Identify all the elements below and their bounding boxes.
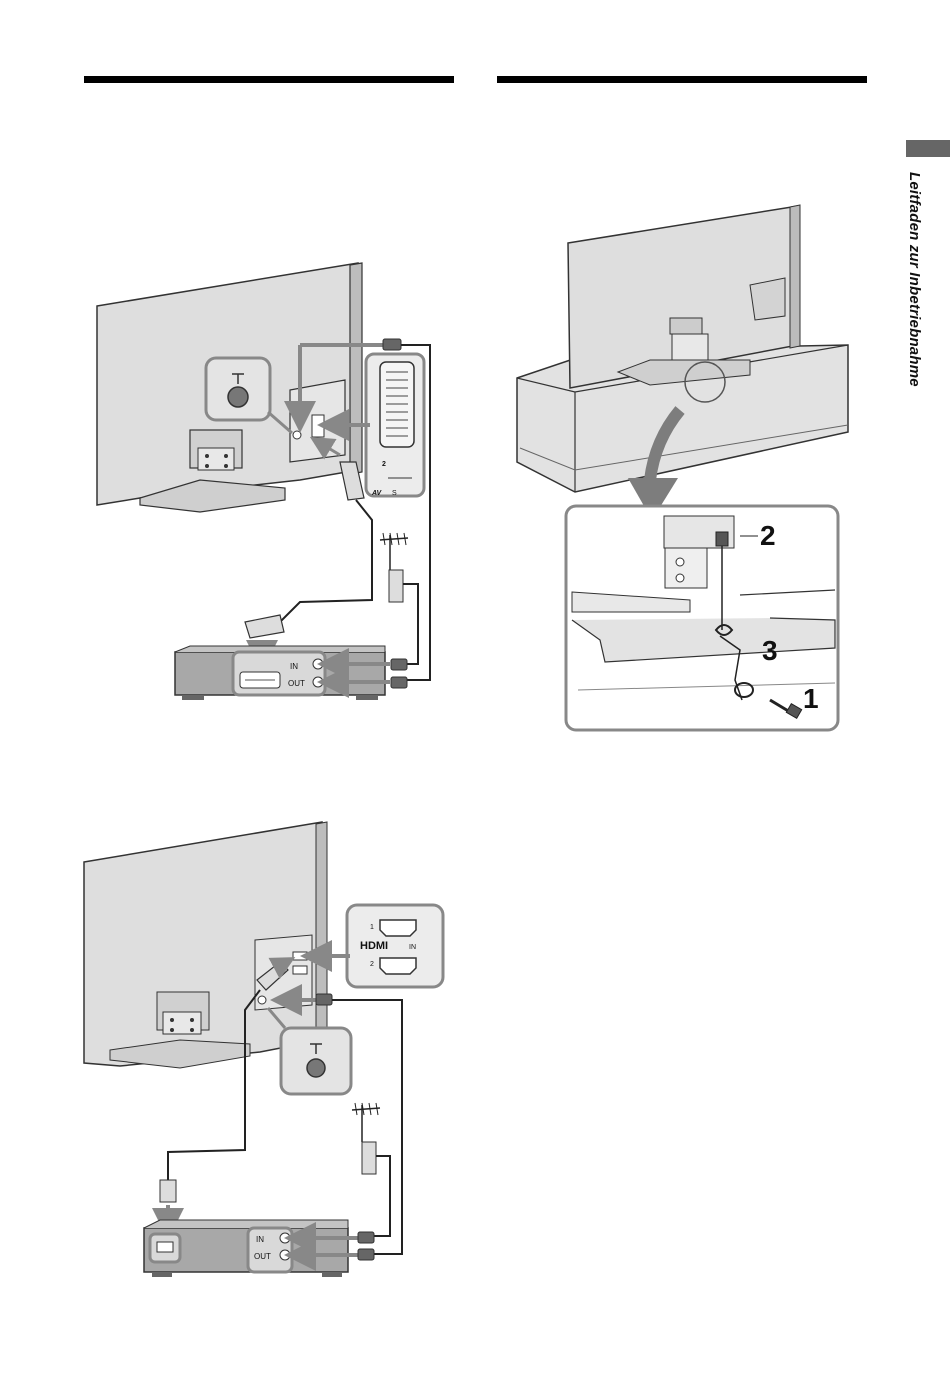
figure-stand-fixing: 2 3 1: [517, 205, 848, 730]
scart-pin-label: 2: [382, 461, 386, 468]
antenna-plug-icon: [383, 339, 401, 350]
hdmi-port-1-icon: [380, 920, 416, 936]
hdmi-in-label: IN: [409, 944, 416, 951]
aerial-antenna-icon: [380, 533, 418, 664]
hdmi-port-1-label: 1: [370, 924, 374, 931]
hdmi-logo: HDMI: [360, 940, 388, 952]
recorder-hdmi-socket: [157, 1242, 173, 1252]
tv-side-edge: [350, 263, 362, 474]
antenna-socket-icon-2: [307, 1059, 325, 1077]
figure-hdmi-connection: 1 2 HDMI IN IN OUT: [84, 822, 443, 1277]
recorder-out-label: OUT: [288, 679, 305, 688]
step-2-label: 2: [760, 520, 776, 551]
recorder-out-label-2: OUT: [254, 1252, 271, 1261]
recorder-in-label: IN: [290, 662, 298, 671]
av-symbol-label: S: [392, 490, 397, 497]
step-3-label: 3: [762, 635, 778, 666]
hdmi-port-2-icon: [380, 958, 416, 974]
recorder-in-label-2: IN: [256, 1235, 264, 1244]
figure-scart-connection: 2 AV S IN OUT: [97, 263, 430, 700]
screw-top: [716, 532, 728, 546]
antenna-socket-icon: [228, 387, 248, 407]
av-label: AV: [371, 490, 383, 497]
aerial-antenna-icon-2: [352, 1103, 390, 1236]
step-1-label: 1: [803, 683, 819, 714]
hdmi-port-2-label: 2: [370, 961, 374, 968]
